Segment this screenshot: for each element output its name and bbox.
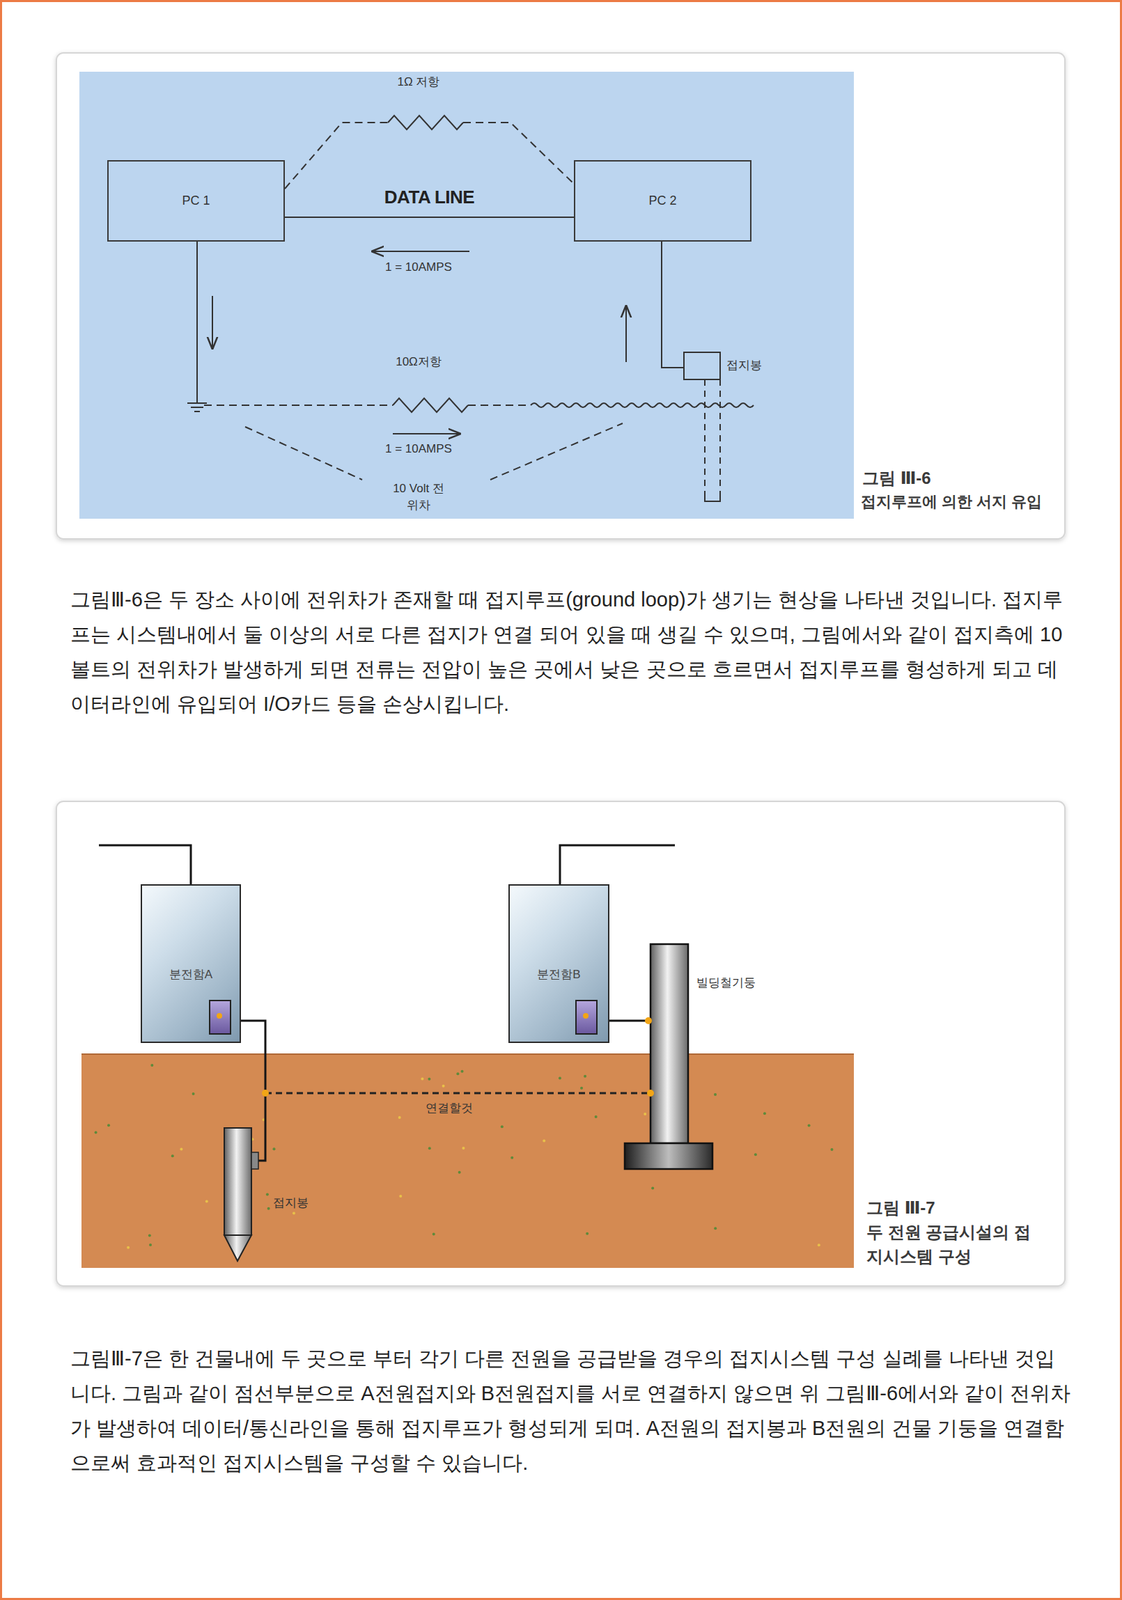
distribution-panel: 분전함A bbox=[140, 884, 241, 1044]
figure-card bbox=[56, 52, 1065, 540]
figure-label: 두 전원 공급시설의 접지시스템 구성 bbox=[866, 1220, 1041, 1269]
node-label: 분전함A bbox=[169, 966, 213, 983]
figure-label: 10Ω저항 bbox=[395, 353, 442, 371]
edge-label: DATA LINE bbox=[384, 186, 475, 209]
connection-line bbox=[265, 1092, 651, 1095]
figure-label: 연결할것 bbox=[425, 1100, 473, 1118]
node-label: PC 2 bbox=[648, 193, 677, 209]
computer-box: PC 1 bbox=[107, 160, 285, 242]
current-arrow bbox=[625, 306, 627, 363]
earth-line bbox=[530, 403, 754, 408]
figure-label: 접지봉 bbox=[726, 357, 762, 374]
current-arrow bbox=[372, 250, 470, 253]
ground-symbol bbox=[187, 403, 207, 412]
figure-label: 그림 Ⅲ-7 bbox=[866, 1196, 936, 1221]
figure-panel bbox=[79, 71, 854, 519]
breaker-socket bbox=[208, 1000, 232, 1035]
figure-label: 1 = 10AMPS bbox=[385, 259, 453, 276]
figure-label: 빌딩철기둥 bbox=[696, 975, 756, 992]
figure-label: 그림 Ⅲ-6 bbox=[862, 466, 932, 491]
distribution-panel: 분전함B bbox=[508, 884, 610, 1044]
earth bbox=[81, 1054, 854, 1269]
panel-wires bbox=[98, 845, 675, 1162]
node-label: 분전함B bbox=[536, 966, 581, 983]
junction-dot bbox=[216, 1013, 223, 1019]
soil-dots bbox=[94, 1064, 834, 1250]
ground-rod bbox=[683, 352, 721, 380]
computer-box: PC 2 bbox=[573, 160, 752, 242]
sky bbox=[81, 825, 854, 1055]
figure-label: 1 = 10AMPS bbox=[385, 440, 453, 458]
data-line bbox=[284, 216, 574, 218]
figure-card bbox=[56, 801, 1065, 1287]
resistor-symbol bbox=[387, 115, 464, 130]
body-paragraph: 그림Ⅲ-6은 두 장소 사이에 전위차가 존재할 때 접지루프(ground l… bbox=[70, 582, 1074, 722]
schematic-wires bbox=[187, 115, 754, 502]
body-paragraph: 그림Ⅲ-7은 한 건물내에 두 곳으로 부터 각기 다른 전원을 공급받을 경우… bbox=[70, 1341, 1074, 1481]
figure-label: 접지루프에 의한 서지 유입 bbox=[860, 491, 1042, 514]
figure-label: 1Ω 저항 bbox=[397, 73, 441, 91]
current-arrow bbox=[211, 295, 214, 349]
current-arrow bbox=[392, 433, 460, 435]
resistor-symbol bbox=[392, 398, 469, 413]
breaker-socket bbox=[575, 1000, 598, 1035]
figure-label: 접지봉 bbox=[273, 1195, 309, 1212]
figure-label: 10 Volt 전위차 bbox=[390, 480, 448, 514]
junction-dot bbox=[582, 1013, 589, 1019]
node-label: PC 1 bbox=[181, 193, 210, 209]
ground-rod bbox=[224, 1128, 259, 1262]
